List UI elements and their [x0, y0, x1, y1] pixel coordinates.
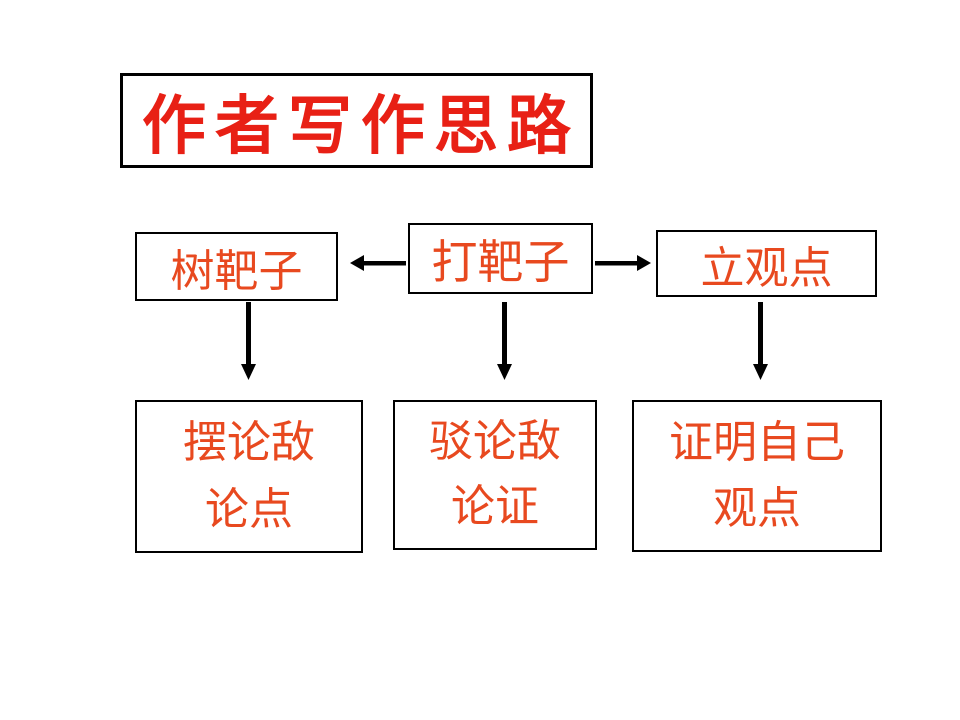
arrow-down-right-icon [748, 302, 772, 380]
box-bo-lundi-line1: 驳论敌 [429, 417, 561, 467]
box-bai-lundi-line1: 摆论敌 [183, 418, 315, 468]
arrow-down-left-icon [236, 302, 260, 380]
box-zhengming-ziji-guandian: 证明自己 观点 [632, 400, 882, 552]
box-bai-lundi-lundian: 摆论敌 论点 [135, 400, 363, 553]
box-shu-bazi: 树靶子 [135, 232, 338, 301]
box-shu-bazi-label: 树靶子 [170, 246, 303, 296]
box-li-guandian-label: 立观点 [700, 243, 833, 293]
box-da-bazi: 打靶子 [408, 223, 593, 294]
box-bo-lundi-lunzheng: 驳论敌 论证 [393, 400, 597, 550]
slide-title: 作者写作思路 [142, 90, 580, 162]
arrow-right-icon [595, 251, 651, 275]
arrow-left-icon [350, 251, 406, 275]
arrow-down-middle-icon [492, 302, 516, 380]
box-bai-lundi-line2: 论点 [205, 484, 293, 534]
box-li-guandian: 立观点 [656, 230, 877, 297]
box-bo-lundi-line2: 论证 [451, 482, 539, 532]
box-zhengming-line2: 观点 [713, 483, 801, 533]
title-box: 作者写作思路 [120, 73, 593, 168]
box-da-bazi-label: 打靶子 [431, 236, 570, 288]
box-zhengming-line1: 证明自己 [669, 417, 845, 467]
